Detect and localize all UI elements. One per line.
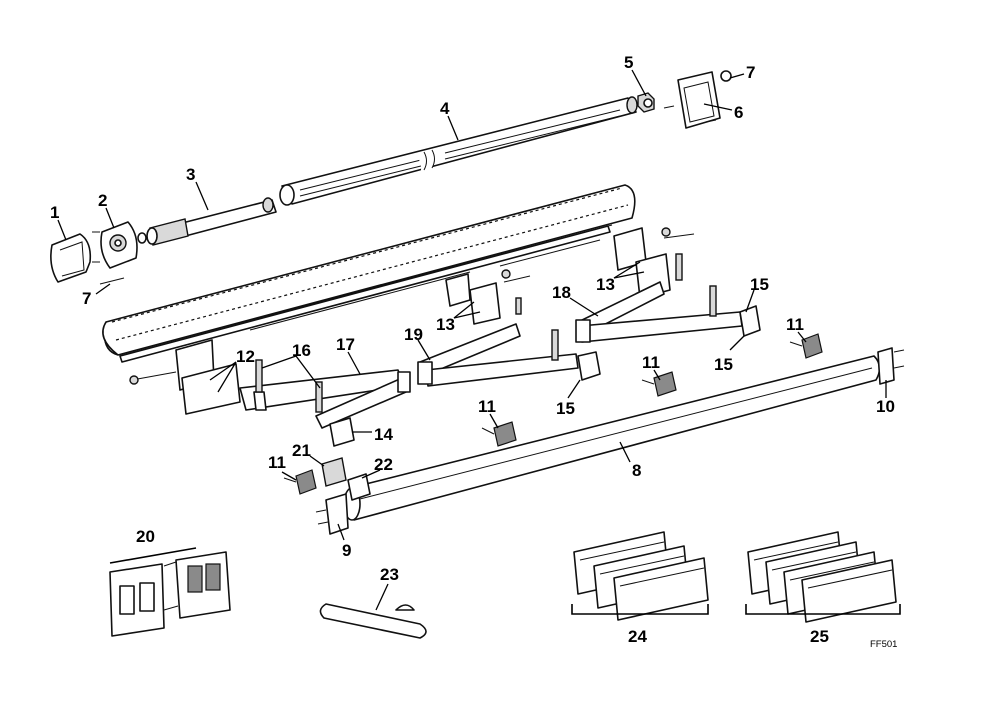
- callout-15-c: 15: [556, 399, 575, 418]
- callout-1: 1: [50, 203, 59, 222]
- channel-set-four: [747, 531, 897, 623]
- callouts: 1 2 3 4 5 6 7 7 8 9 10 11 11 11 11 12 13…: [50, 53, 895, 646]
- awning-rail-housing: [102, 184, 636, 363]
- callout-7-left: 7: [82, 289, 91, 308]
- right-end-cap-assembly: [637, 70, 732, 129]
- bracket-24: [571, 604, 709, 615]
- callout-3: 3: [186, 165, 195, 184]
- callout-15-a: 15: [750, 275, 769, 294]
- bracket-25: [745, 604, 901, 615]
- roller-tube: [279, 96, 638, 206]
- underline-20: [109, 547, 197, 564]
- channel-set-three: [573, 531, 709, 621]
- callout-23: 23: [380, 565, 399, 584]
- right-arm-assembly: [575, 227, 761, 343]
- callout-4: 4: [440, 99, 450, 118]
- left-end-cap-assembly: [50, 221, 138, 285]
- callout-24: 24: [628, 627, 647, 646]
- callout-11-b: 11: [478, 397, 496, 416]
- callout-18: 18: [552, 283, 571, 302]
- callout-11-a: 11: [268, 453, 286, 472]
- callout-2: 2: [98, 191, 107, 210]
- callout-5: 5: [624, 53, 633, 72]
- callout-17: 17: [336, 335, 355, 354]
- callout-9: 9: [342, 541, 351, 560]
- leader-lines: [57, 69, 887, 611]
- figure-code: FF501: [870, 639, 897, 650]
- middle-arm-assembly: [417, 269, 601, 387]
- pull-wand: [319, 603, 427, 639]
- callout-21: 21: [292, 441, 311, 460]
- callout-20: 20: [136, 527, 155, 546]
- callout-11-d: 11: [786, 315, 804, 334]
- callout-14: 14: [374, 425, 393, 444]
- wall-switch-assembly: [109, 551, 231, 637]
- spring-shaft: [137, 197, 277, 246]
- callout-10: 10: [876, 397, 895, 416]
- callout-25: 25: [810, 627, 829, 646]
- callout-11-c: 11: [642, 353, 660, 372]
- callout-13-a: 13: [596, 275, 615, 294]
- callout-19: 19: [404, 325, 423, 344]
- callout-15-b: 15: [714, 355, 733, 374]
- callout-22: 22: [374, 455, 393, 474]
- callout-13-b: 13: [436, 315, 455, 334]
- callout-12: 12: [236, 347, 255, 366]
- rail-brackets: [315, 347, 905, 535]
- callout-6: 6: [734, 103, 743, 122]
- left-arm-assembly: [129, 339, 411, 447]
- arm-end-caps: [283, 333, 823, 495]
- callout-16: 16: [292, 341, 311, 360]
- callout-7-top: 7: [746, 63, 755, 82]
- callout-8: 8: [632, 461, 641, 480]
